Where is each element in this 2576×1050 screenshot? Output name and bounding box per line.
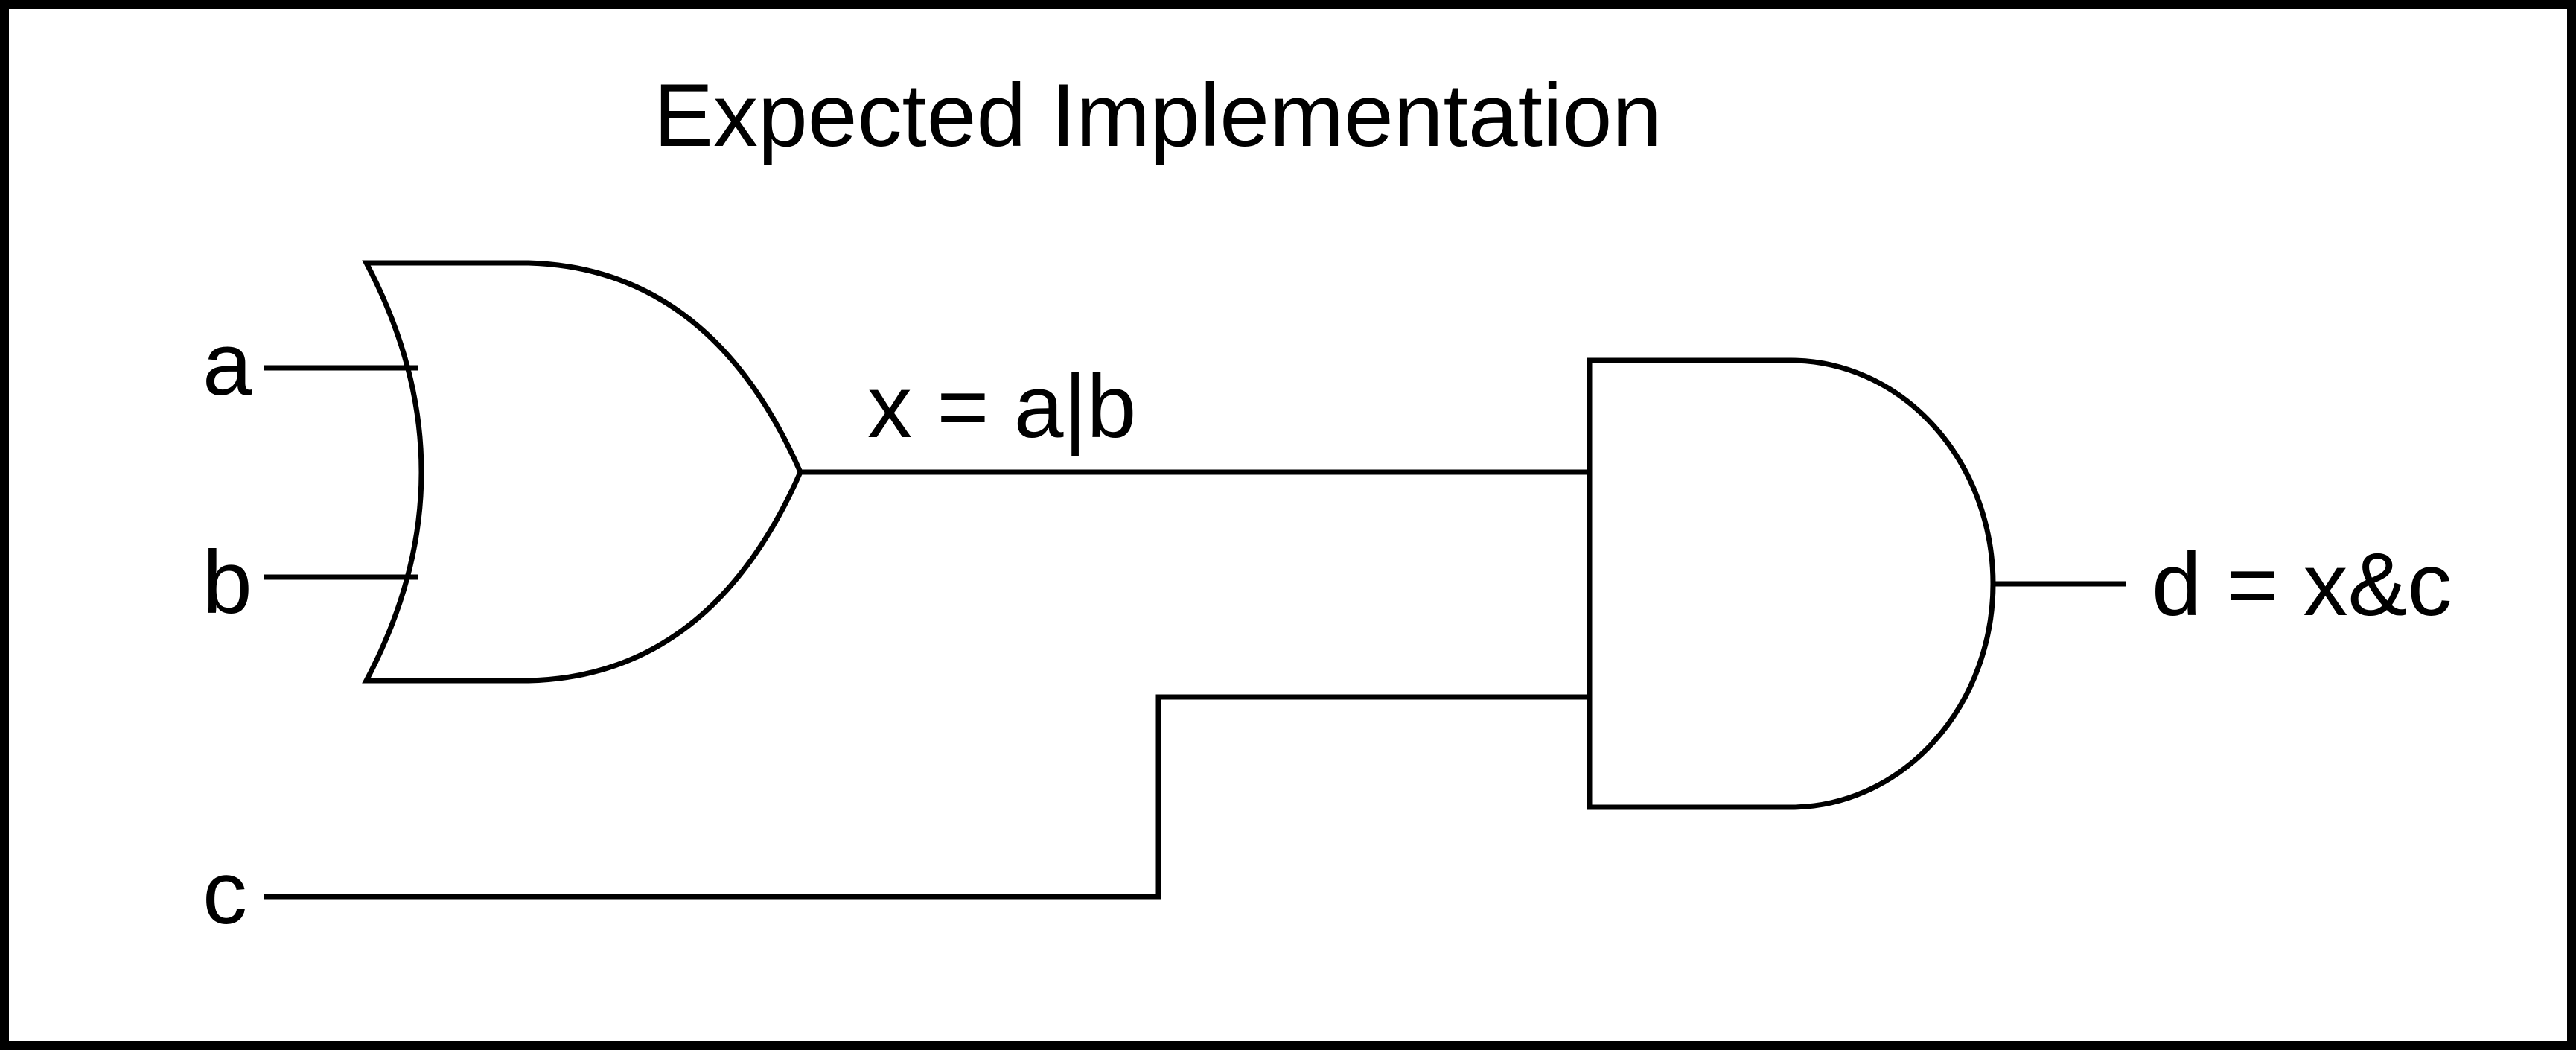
- or-output-label: x = a|b: [867, 357, 1136, 456]
- diagram-title: Expected Implementation: [654, 66, 1662, 165]
- and-gate: [1587, 357, 1996, 810]
- input-c-label: c: [203, 843, 247, 943]
- or-gate: [362, 260, 803, 684]
- input-a-label: a: [203, 314, 252, 414]
- input-b-label: b: [203, 532, 252, 632]
- and-output-label: d = x&c: [2152, 535, 2452, 634]
- input-c-wire: [264, 694, 1590, 900]
